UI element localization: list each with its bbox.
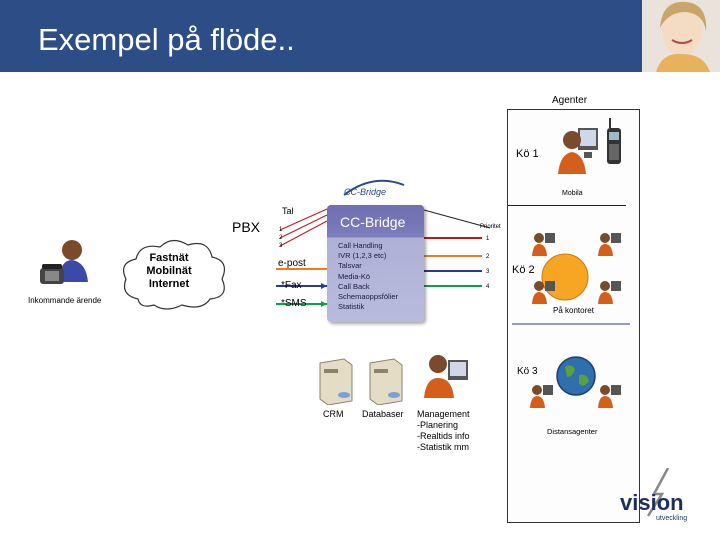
svg-text:utveckling: utveckling [656,515,687,522]
vision-logo: vision utveckling [620,468,687,522]
ccbridge-features: Call Handling IVR (1,2,3 etc) Talsvar Me… [338,241,398,312]
svg-text:CC-Bridge: CC-Bridge [344,187,386,197]
feature-talsvar: Talsvar [338,261,362,271]
queue2-label: Kö 2 [512,264,535,276]
queue-number-1: 1 [486,236,490,242]
person-photo-icon [642,0,720,72]
cloud-line-fixed: Fastnät [149,252,189,264]
remote-agents-label: Distansagenter [547,427,598,436]
ccbridge-title: CC-Bridge [340,214,406,230]
feature-call-handling: Call Handling [338,241,383,250]
agent-icon [424,355,468,398]
priority-label: Prioritet [480,224,501,230]
office-label: På kontoret [553,306,594,315]
agent-icon [598,385,621,408]
agents-panel [507,109,640,523]
divider [508,205,626,206]
page-title: Exempel på flöde.. [38,22,295,57]
agent-icon [558,128,598,174]
queue3-label: Kö 3 [517,366,538,377]
tal-label: Tal [282,206,294,216]
globe-icon [556,356,596,396]
management-heading: Management [417,409,470,419]
queue-number-2: 2 [486,254,490,260]
crm-label: CRM [323,409,344,419]
svg-text:vision: vision [620,490,684,515]
mobile-phone-icon [607,118,621,164]
management-list: Management -Planering -Realtids info -St… [417,409,470,453]
cloud-line-internet: Internet [148,278,190,290]
agent-icon [532,233,555,256]
tal-line-2: 2 [279,235,283,241]
feature-statistics: Statistik [338,302,365,312]
incoming-label: Inkommande ärende [28,296,102,305]
tal-line-numbers: 1 2 3 [279,226,282,250]
agent-icon [532,281,555,304]
cloud-icon [123,239,225,310]
agent-icon [530,385,553,408]
mobile-label: Mobila [562,190,583,197]
feature-schedule: Schemaoppsfölier [338,292,399,302]
feature-ivr: IVR (1,2,3 etc) [338,251,387,261]
database-label: Databaser [362,409,404,419]
server-icon [319,358,353,405]
ccbridge-logo: CC-Bridge [343,179,405,197]
sms-channel-label: *SMS [281,298,307,309]
ccbridge-box [327,205,424,322]
feature-call-back: Call Back [338,281,370,291]
cloud-line-mobile: Mobilnät [146,265,192,277]
agents-label: Agenter [552,95,588,106]
queue-number-4: 4 [486,284,490,290]
queue-number-3: 3 [486,269,490,275]
server-icon [369,358,403,405]
management-realtime: -Realtids info [417,431,470,441]
management-statistics: -Statistik mm [417,442,470,452]
pbx-label: PBX [232,219,261,235]
management-planning: -Planering [417,420,459,430]
feature-media-queue: Media-Kö [338,271,371,281]
tal-line-1: 1 [279,227,283,233]
tal-line-3: 3 [279,243,283,249]
header-bar [0,0,720,72]
caller-icon [40,240,88,284]
agent-icon [598,233,621,256]
agent-icon [598,281,621,304]
fax-channel-label: *Fax [281,280,302,291]
network-labels: Fastnät Mobilnät Internet [136,252,202,291]
email-channel-label: e-post [278,258,306,269]
queue1-label: Kö 1 [516,148,539,160]
